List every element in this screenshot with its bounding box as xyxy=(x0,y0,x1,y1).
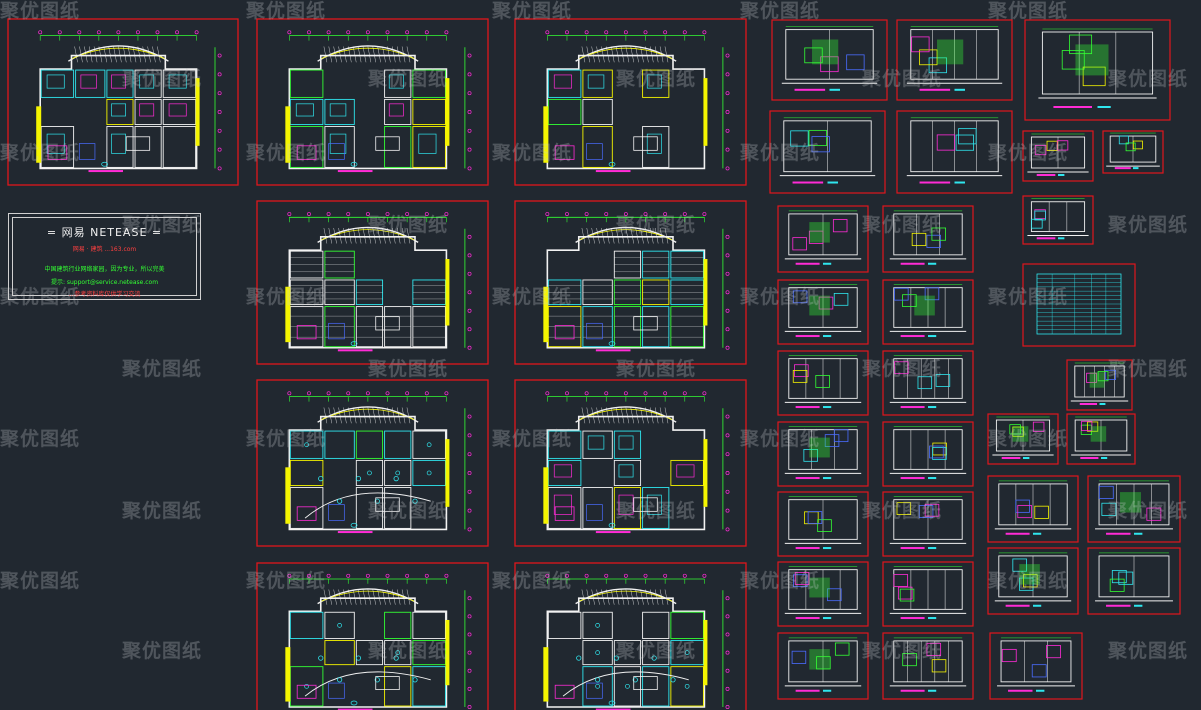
floor-plan-sheet-3 xyxy=(514,18,747,186)
elevation-sheet-20 xyxy=(777,491,869,557)
elevation-sheet-25 xyxy=(882,561,974,627)
floor-plan-sheet-5 xyxy=(514,200,747,365)
elevation-sheet-2 xyxy=(896,19,1013,101)
elevation-sheet-13 xyxy=(777,350,869,416)
floor-plan-sheet-2 xyxy=(256,18,489,186)
floor-plan-sheet-8 xyxy=(256,562,489,710)
elevation-sheet-14 xyxy=(882,350,974,416)
elevation-sheet-24 xyxy=(777,561,869,627)
elevation-sheet-3 xyxy=(1024,19,1171,121)
floor-plan-sheet-6 xyxy=(256,379,489,547)
title-block-line-4: ...参考资料库仅供学习交流 xyxy=(68,291,141,298)
title-block-line-3: 提示: support@service.netease.com xyxy=(50,279,159,286)
elevation-sheet-29 xyxy=(882,632,974,700)
elevation-sheet-1 xyxy=(771,19,888,101)
title-block-line-2: 中国建筑行业网络家园，因为专业，所以完美 xyxy=(44,266,165,273)
elevation-sheet-22 xyxy=(987,475,1079,543)
elevation-sheet-8 xyxy=(777,205,869,273)
elevation-sheet-17 xyxy=(882,421,974,487)
schedule-table-sheet xyxy=(1022,263,1136,347)
elevation-sheet-30 xyxy=(989,632,1083,700)
elevation-sheet-12 xyxy=(882,279,974,345)
elevation-sheet-5 xyxy=(896,110,1013,194)
elevation-sheet-26 xyxy=(987,547,1079,615)
elevation-sheet-23 xyxy=(1087,475,1181,543)
elevation-sheet-9 xyxy=(882,205,974,273)
title-block-inner-frame: = 网易 NETEASE = 网易 · 建筑 ...163.com 中国建筑行业… xyxy=(12,217,197,298)
elevation-sheet-21 xyxy=(882,491,974,557)
elevation-sheet-27 xyxy=(1087,547,1181,615)
elevation-sheet-18 xyxy=(987,413,1059,465)
elevation-sheet-19 xyxy=(1066,413,1136,465)
elevation-sheet-6 xyxy=(1022,130,1094,182)
elevation-sheet-7 xyxy=(1102,130,1164,174)
elevation-sheet-16 xyxy=(777,421,869,487)
elevation-sheet-4 xyxy=(769,110,886,194)
floor-plan-sheet-4 xyxy=(256,200,489,365)
title-block-title: = 网易 NETEASE = xyxy=(46,226,163,239)
elevation-sheet-10 xyxy=(1022,195,1094,245)
floor-plan-sheet-7 xyxy=(514,379,747,547)
title-block-line-1: 网易 · 建筑 ...163.com xyxy=(72,246,137,253)
title-block: = 网易 NETEASE = 网易 · 建筑 ...163.com 中国建筑行业… xyxy=(8,213,201,300)
elevation-sheet-28 xyxy=(777,632,869,700)
elevation-sheet-15 xyxy=(1066,359,1133,411)
floor-plan-sheet-1 xyxy=(7,18,239,186)
floor-plan-sheet-9 xyxy=(514,562,747,710)
elevation-sheet-11 xyxy=(777,279,869,345)
